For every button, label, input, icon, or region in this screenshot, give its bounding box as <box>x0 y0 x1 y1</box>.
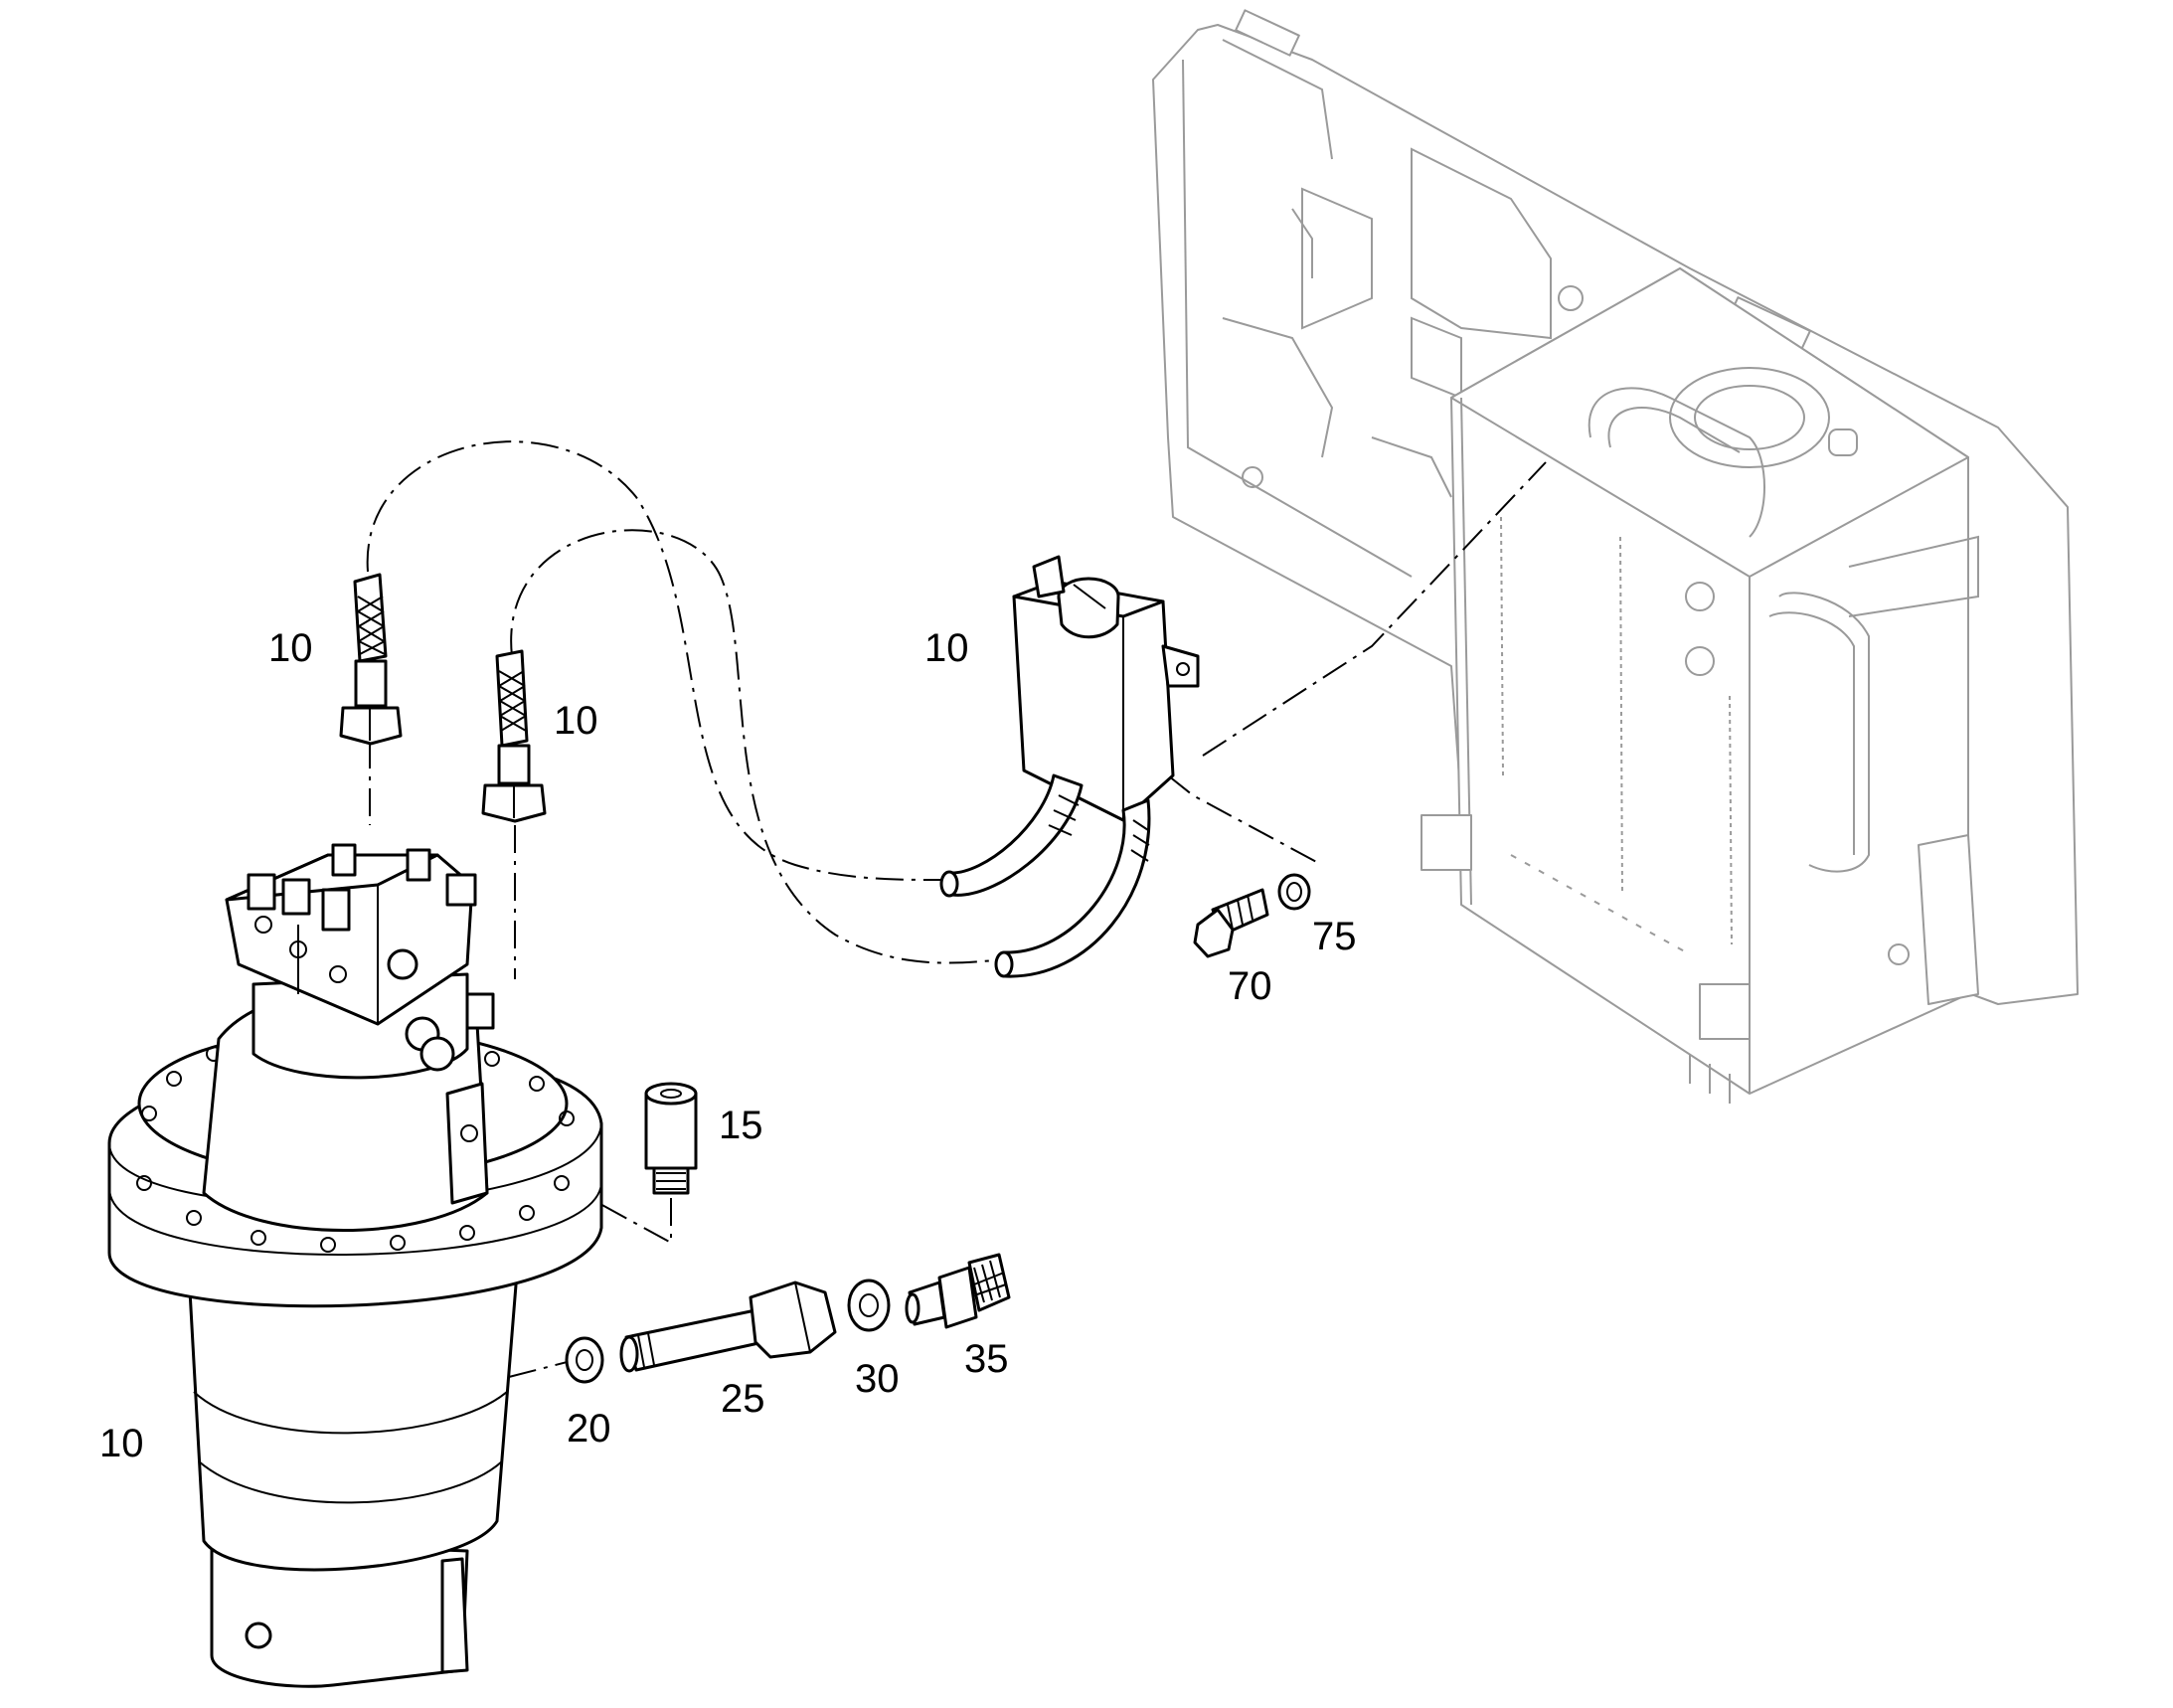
callout-breather: 35 <box>964 1337 1009 1381</box>
block-fittings <box>247 843 495 1072</box>
machine-frame <box>1152 9 2079 1104</box>
hose-assembly-left <box>339 573 403 746</box>
washer-20 <box>565 1336 604 1384</box>
washer-30 <box>847 1279 891 1332</box>
breather-35 <box>905 1253 1011 1329</box>
callout-washer-bolt: 75 <box>1312 915 1357 958</box>
callout-washer-large: 30 <box>855 1357 900 1401</box>
bolt-washer <box>1277 873 1311 911</box>
callout-valve-block: 10 <box>924 626 969 670</box>
travel-motor <box>107 843 603 1688</box>
callout-pipe-fitting: 25 <box>721 1377 765 1421</box>
callout-hose-right: 10 <box>554 699 598 743</box>
callout-labels: 10 10 10 10 15 20 25 30 35 70 75 <box>99 626 1357 1465</box>
callout-screw: 15 <box>719 1104 763 1147</box>
bolt <box>1193 888 1269 958</box>
callout-washer-small: 20 <box>567 1407 611 1451</box>
callout-motor: 10 <box>99 1422 144 1465</box>
callout-hose-left: 10 <box>268 626 313 670</box>
valve-block <box>939 555 1200 978</box>
hose-assembly-right <box>481 649 547 823</box>
callout-bolt: 70 <box>1228 964 1272 1008</box>
pipe-fitting-25 <box>619 1281 837 1373</box>
cap-screw <box>644 1082 698 1195</box>
